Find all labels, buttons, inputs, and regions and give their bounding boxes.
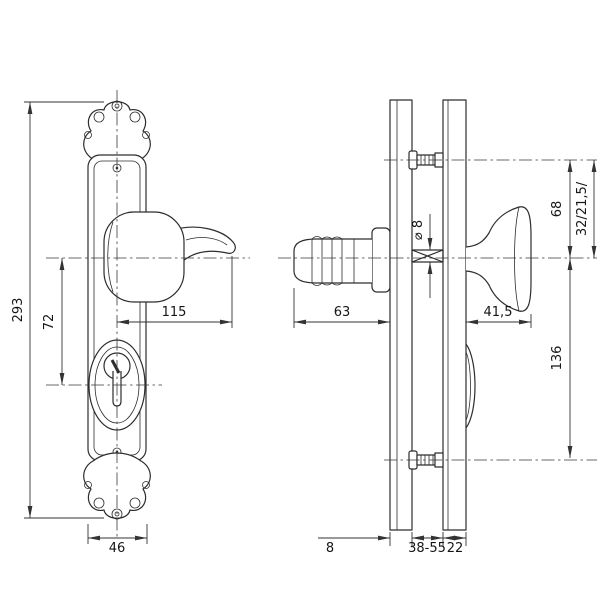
front-dimensions: 293 72 115 46 — [11, 101, 233, 556]
outer-knob-bell — [465, 206, 532, 312]
dim-outer-plate-thickness: 22 — [447, 541, 464, 556]
dim-axis-to-top-fixing: 68 — [550, 201, 565, 218]
dim-outer-knob-depth: 41,5 — [484, 305, 513, 320]
side-centerlines — [278, 159, 597, 461]
dim-overall-height: 293 — [11, 298, 26, 323]
dim-door-thickness-range: 38-55 — [408, 541, 446, 556]
spindle-profile — [411, 249, 444, 263]
front-view: 293 72 115 46 — [11, 90, 250, 556]
fixing-screws — [408, 150, 444, 470]
plate-bottom-ornament — [83, 452, 151, 519]
dim-plate-width: 46 — [109, 541, 126, 556]
dim-lever-length: 115 — [162, 305, 187, 320]
spindle — [411, 249, 444, 263]
outer-plate-profile — [442, 99, 467, 531]
dim-axis-to-bottom-fixing: 136 — [550, 346, 565, 371]
dim-plate-thickness: 8 — [326, 541, 334, 556]
handle-grip — [103, 211, 185, 303]
knob-body — [293, 238, 372, 284]
side-dimensions: 63 41,5 68 32/21,5/ 136 ⌀ 8 8 — [293, 160, 597, 556]
side-view: 63 41,5 68 32/21,5/ 136 ⌀ 8 8 — [278, 99, 597, 556]
dim-spindle-size: ⌀ 8 — [411, 220, 426, 240]
cylinder-cover-bulge — [465, 343, 476, 429]
dim-backset-variants: 32/21,5/ — [575, 181, 590, 236]
dim-grip-depth: 63 — [334, 305, 351, 320]
key-slit — [110, 359, 121, 374]
inner-plate-profile — [389, 99, 413, 531]
dim-handle-to-cylinder: 72 — [42, 314, 57, 331]
outer-knob-side — [465, 206, 532, 312]
knob-rosette — [371, 227, 391, 293]
front-centerlines — [46, 90, 250, 538]
mounting-plates-side — [389, 99, 476, 531]
grip-knob-side — [293, 227, 391, 293]
handle-front — [103, 211, 236, 303]
